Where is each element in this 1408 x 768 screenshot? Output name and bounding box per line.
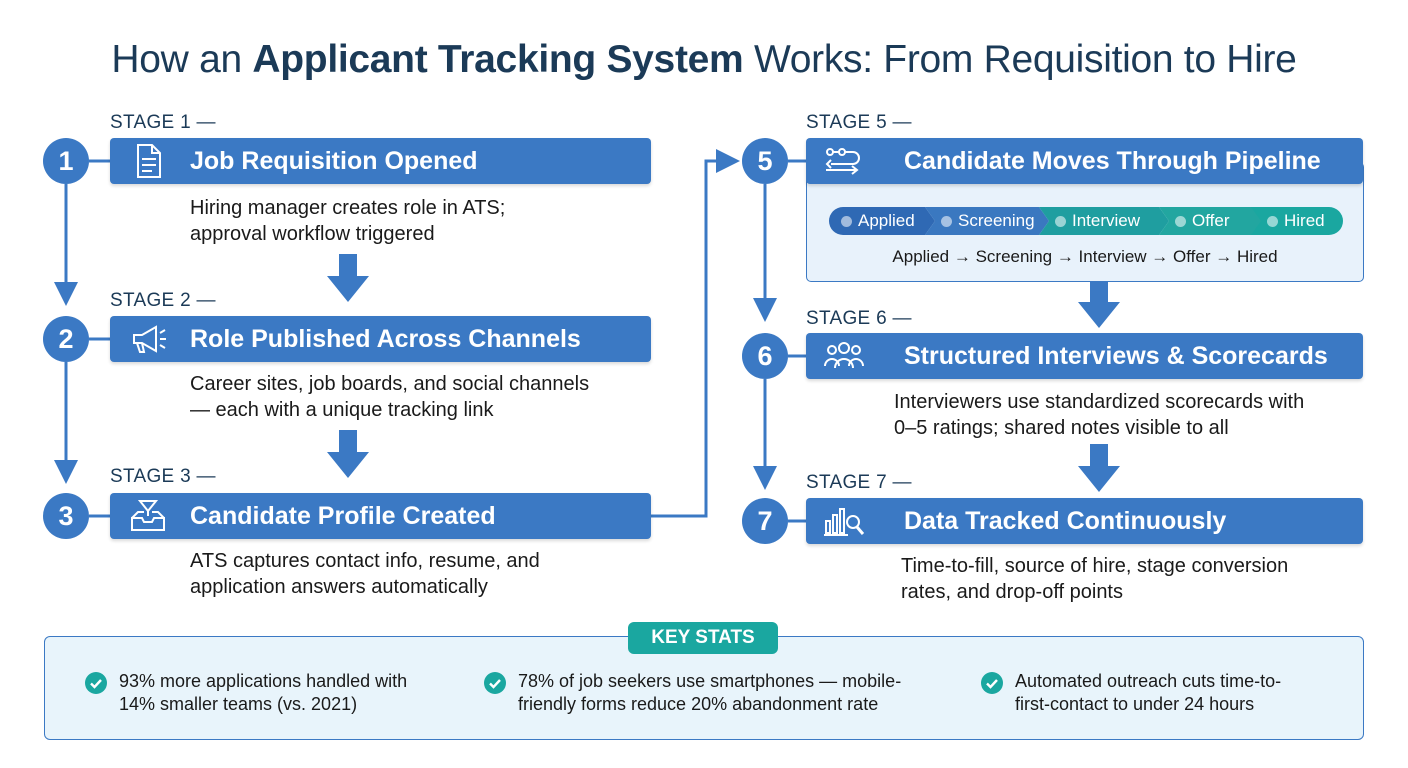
stage-2-title: Role Published Across Channels: [190, 325, 581, 353]
down-arrow-5: [1078, 280, 1120, 328]
stage-2-header: Role Published Across Channels: [110, 316, 651, 362]
stat-item-2: 78% of job seekers use smartphones — mob…: [518, 671, 902, 714]
stage-7-number: 7: [742, 498, 788, 544]
stage-5-header: Candidate Moves Through Pipeline: [806, 138, 1363, 184]
status-dot-icon: [841, 216, 852, 227]
stage-6-header: Structured Interviews & Scorecards: [806, 333, 1363, 379]
stage-5-title: Candidate Moves Through Pipeline: [904, 147, 1321, 175]
people-icon: [824, 342, 864, 369]
stage-2-description: Career sites, job boards, and social cha…: [190, 373, 590, 421]
stage-3-number: 3: [43, 493, 89, 539]
check-icon: [981, 672, 1003, 694]
stage-6-description: Interviewers use standardized scorecards…: [894, 391, 1305, 439]
pipeline-chip-2: Interview: [1039, 207, 1169, 235]
check-icon: [484, 672, 506, 694]
stage-2-number: 2: [43, 316, 89, 362]
connector-3-5: [651, 149, 740, 518]
megaphone-icon: [133, 325, 166, 353]
stage-6-label: STAGE 6 —: [806, 308, 912, 329]
pipeline-icon: [825, 148, 860, 175]
status-dot-icon: [941, 216, 952, 227]
pipeline-chip-0: Applied: [829, 207, 935, 235]
pipeline-chip-label: Offer: [1192, 211, 1230, 230]
down-arrow-2: [327, 430, 369, 478]
pipeline-chip-1: Screening: [925, 207, 1049, 235]
check-icon: [85, 672, 107, 694]
stage-3-title: Candidate Profile Created: [190, 502, 496, 530]
pipeline-chip-label: Screening: [958, 211, 1035, 230]
stage-1-title: Job Requisition Opened: [190, 147, 478, 175]
stage-5-number: 5: [742, 138, 788, 184]
pipeline-chip-4: Hired: [1251, 207, 1343, 235]
stage-2-label: STAGE 2 —: [110, 290, 216, 311]
pipeline-chip-label: Hired: [1284, 211, 1325, 230]
stage-1-description: Hiring manager creates role in ATS;appro…: [190, 197, 506, 245]
inbox-icon: [131, 500, 165, 531]
stat-item-3: Automated outreach cuts time-to-first-co…: [1015, 671, 1282, 714]
stage-3-header: Candidate Profile Created: [110, 493, 651, 539]
status-dot-icon: [1175, 216, 1186, 227]
analytics-icon: [824, 508, 865, 536]
pipeline-chip-label: Interview: [1072, 211, 1141, 230]
page-title: How an Applicant Tracking System Works: …: [111, 38, 1297, 81]
pipeline-chip-label: Applied: [858, 211, 915, 230]
pipeline-caption: Applied → Screening → Interview → Offer …: [892, 247, 1278, 266]
status-dot-icon: [1055, 216, 1066, 227]
stage-7-description: Time-to-fill, source of hire, stage conv…: [901, 555, 1289, 603]
stage-7-label: STAGE 7 —: [806, 472, 912, 493]
stage-1-label: STAGE 1 —: [110, 112, 216, 133]
stage-6-title: Structured Interviews & Scorecards: [904, 342, 1328, 370]
stage-1-number: 1: [43, 138, 89, 184]
document-icon: [137, 144, 161, 178]
stage-3-label: STAGE 3 —: [110, 466, 216, 487]
down-arrow-1: [327, 254, 369, 302]
key-stats-heading: KEY STATS: [628, 622, 778, 654]
stage-6-number: 6: [742, 333, 788, 379]
stage-7-header: Data Tracked Continuously: [806, 498, 1363, 544]
down-arrow-6: [1078, 444, 1120, 492]
pipeline-chip-3: Offer: [1159, 207, 1263, 235]
stage-1-header: Job Requisition Opened: [110, 138, 651, 184]
stage-7-title: Data Tracked Continuously: [904, 507, 1227, 535]
status-dot-icon: [1267, 216, 1278, 227]
stage-5-label: STAGE 5 —: [806, 112, 912, 133]
